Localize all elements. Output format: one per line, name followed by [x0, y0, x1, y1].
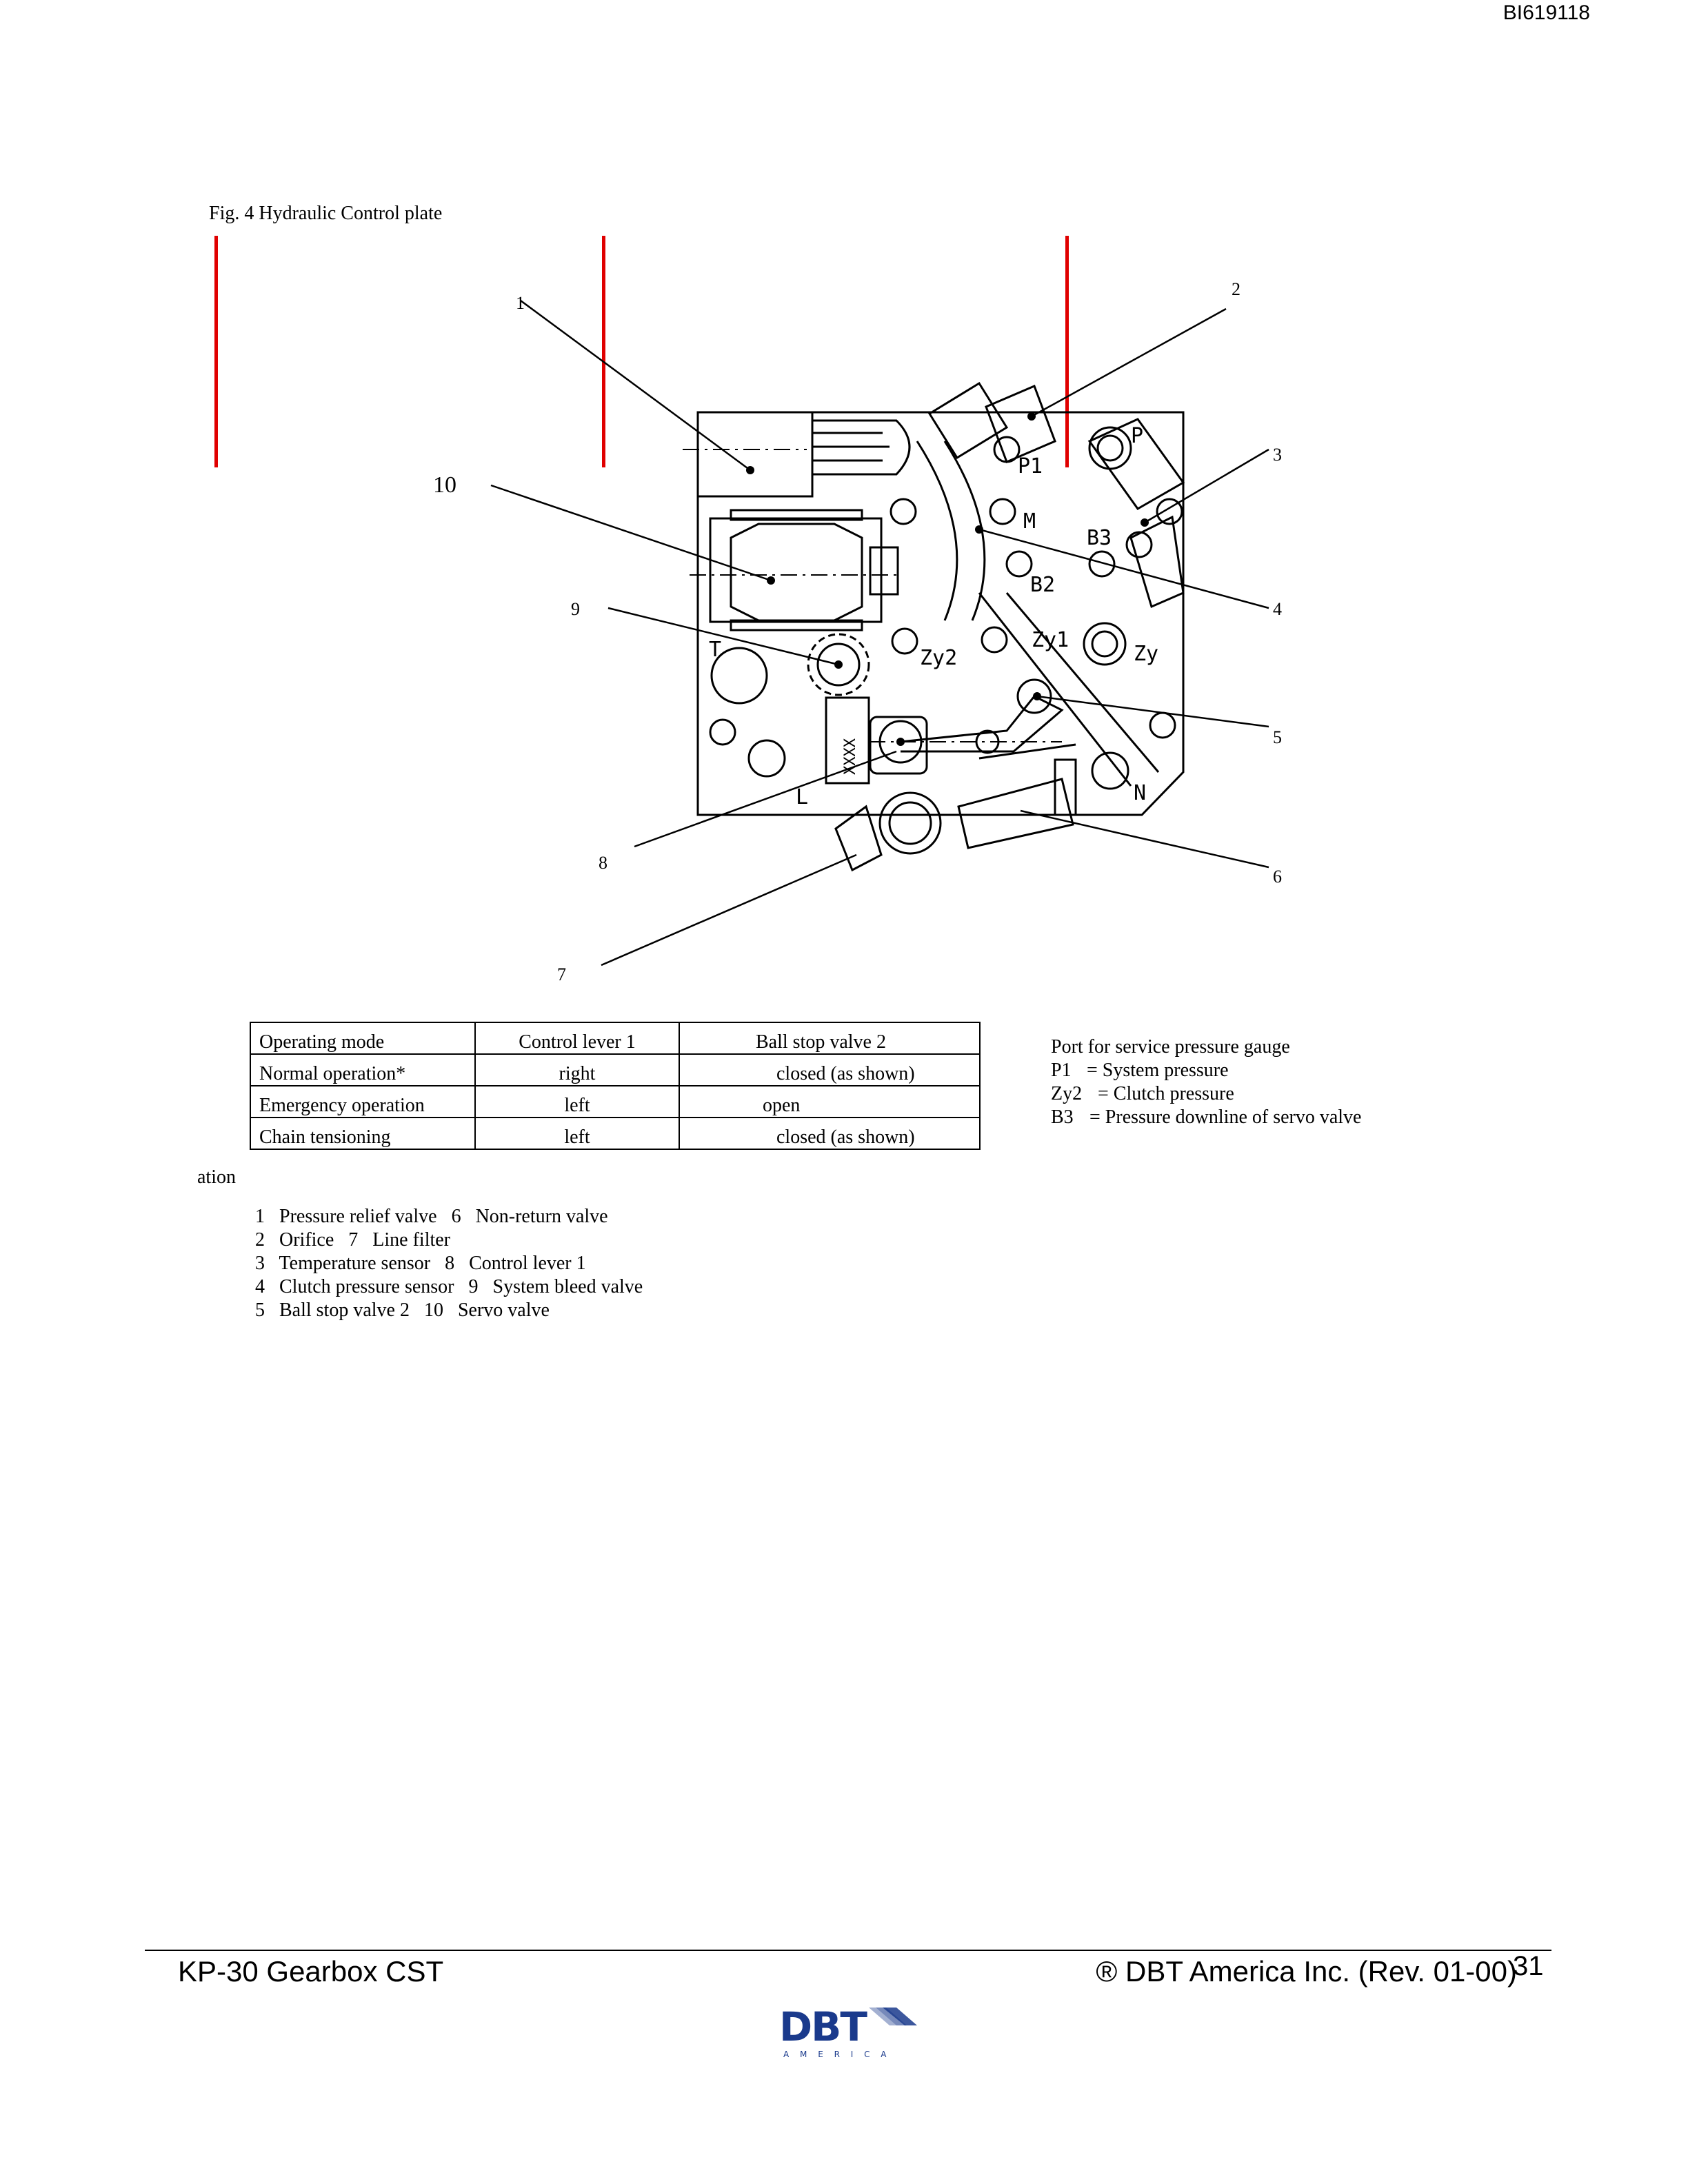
hydraulic-control-plate-drawing: 1 2 3 4 5 6 7 8 9 10 P1 P M B3 B2 Zy1 Zy…: [433, 279, 1282, 984]
footer-copyright: ® DBT America Inc. (Rev. 01-00): [1096, 1955, 1517, 1988]
callout-2: 2: [1232, 279, 1240, 299]
legend-line: 3 Temperature sensor 8 Control lever 1: [255, 1253, 586, 1274]
service-port-title: Port for service pressure gauge: [1051, 1036, 1290, 1058]
revision-bar-1: [214, 236, 218, 467]
callout-10: 10: [433, 472, 456, 498]
table-header-row: Operating mode Control lever 1 Ball stop…: [250, 1022, 981, 1055]
revision-bar-3: [1065, 236, 1069, 467]
port-label-zy2: Zy2: [920, 646, 957, 670]
callout-3: 3: [1273, 445, 1282, 465]
legend-line: 4 Clutch pressure sensor 9 System bleed …: [255, 1276, 643, 1297]
port-code: P1: [1051, 1060, 1072, 1081]
table-header-cell: Control lever 1: [474, 1022, 679, 1055]
logo-wordmark: DBT: [779, 2005, 867, 2050]
service-port-item: P1 = System pressure: [1051, 1059, 1361, 1082]
truncated-text: ation: [197, 1166, 236, 1188]
legend-line: 5 Ball stop valve 2 10 Servo valve: [255, 1300, 550, 1321]
table-row: Chain tensioning left closed (as shown): [250, 1118, 981, 1150]
callout-7: 7: [557, 964, 566, 984]
callout-9: 9: [571, 599, 580, 619]
callout-5: 5: [1273, 727, 1282, 747]
table-cell: closed (as shown): [679, 1054, 981, 1086]
table-row: Emergency operation left open: [250, 1086, 981, 1118]
service-port-item: B3 = Pressure downline of servo valve: [1051, 1106, 1361, 1129]
table-cell: closed (as shown): [679, 1118, 981, 1150]
table-cell: left: [474, 1086, 679, 1118]
table-cell: Emergency operation: [250, 1086, 475, 1118]
port-label-n: N: [1134, 781, 1146, 805]
port-label-p1: P1: [1018, 454, 1043, 478]
legend-line: 2 Orifice 7 Line filter: [255, 1229, 451, 1251]
callout-4: 4: [1273, 599, 1282, 619]
port-code: Zy2: [1051, 1083, 1083, 1104]
table-header-cell: Operating mode: [250, 1022, 475, 1055]
legend-line: 1 Pressure relief valve 6 Non-return val…: [255, 1206, 608, 1227]
figure-caption: Fig. 4 Hydraulic Control plate: [209, 203, 443, 224]
table-header-cell: Ball stop valve 2: [679, 1022, 981, 1055]
table-cell: Normal operation*: [250, 1054, 475, 1086]
table-row: Normal operation* right closed (as shown…: [250, 1054, 981, 1086]
document-id: BI619118: [1503, 1, 1590, 24]
port-desc: = System pressure: [1087, 1060, 1229, 1081]
table-cell: right: [474, 1054, 679, 1086]
footer-divider: [145, 1950, 1551, 1951]
table-cell: Chain tensioning: [250, 1118, 475, 1150]
service-port-legend: Port for service pressure gauge P1 = Syst…: [1051, 1035, 1361, 1129]
lever-plate-marking: XXXX: [842, 738, 859, 775]
port-label-b2: B2: [1030, 573, 1055, 597]
port-label-p: P: [1131, 424, 1143, 448]
port-desc: = Pressure downline of servo valve: [1089, 1106, 1362, 1128]
operating-mode-table: Operating mode Control lever 1 Ball stop…: [250, 1022, 981, 1150]
footer-document-title: KP-30 Gearbox CST: [178, 1955, 444, 1988]
port-label-m: M: [1023, 509, 1036, 534]
port-label-zy: Zy: [1134, 642, 1158, 666]
table-cell: open: [679, 1086, 981, 1118]
service-port-item: Zy2 = Clutch pressure: [1051, 1082, 1361, 1106]
port-label-b3: B3: [1087, 526, 1112, 550]
callout-8: 8: [599, 853, 607, 873]
callout-1: 1: [516, 293, 525, 313]
port-code: B3: [1051, 1106, 1074, 1128]
logo-subtitle: A M E R I C A: [783, 2050, 891, 2059]
callout-6: 6: [1273, 867, 1282, 887]
port-label-t: T: [709, 638, 721, 662]
page-number: 31: [1513, 1951, 1544, 1981]
port-label-zy1: Zy1: [1032, 628, 1069, 652]
port-label-l: L: [796, 785, 808, 809]
dbt-america-logo: DBT A M E R I C A: [779, 2005, 917, 2059]
part-legend: 1 Pressure relief valve 6 Non-return val…: [255, 1205, 643, 1322]
revision-bar-2: [602, 236, 605, 467]
port-desc: = Clutch pressure: [1098, 1083, 1234, 1104]
table-cell: left: [474, 1118, 679, 1150]
